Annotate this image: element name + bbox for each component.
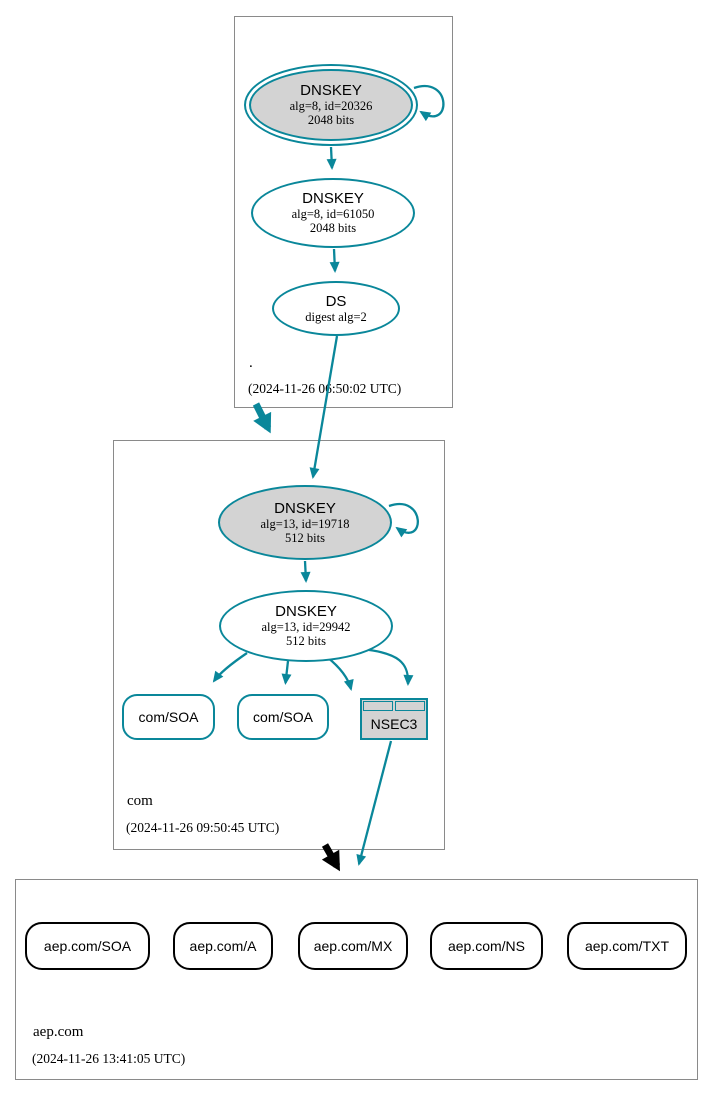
com-ksk-alg-id: alg=13, id=19718 [260, 516, 350, 531]
aep-com-ns-rrset[interactable]: aep.com/NS [430, 922, 543, 970]
zone-timestamp-aep-com: (2024-11-26 13:41:05 UTC) [32, 1051, 186, 1066]
zone-name-aep-com: aep.com [33, 1024, 84, 1040]
com-ksk-bits: 512 bits [285, 530, 325, 545]
aep-com-txt-rrset[interactable]: aep.com/TXT [567, 922, 687, 970]
root-zsk-node[interactable]: DNSKEY alg=8, id=61050 2048 bits [251, 178, 415, 248]
aep-com-a-rrset[interactable]: aep.com/A [173, 922, 273, 970]
aep-com-ns-label: aep.com/NS [447, 938, 526, 954]
com-ksk-node[interactable]: DNSKEY alg=13, id=19718 512 bits [218, 485, 392, 560]
com-soa-rrset-2-label: com/SOA [253, 709, 313, 725]
zone-timestamp-root: (2024-11-26 06:50:02 UTC) [248, 381, 402, 396]
root-zsk-bits: 2048 bits [309, 221, 357, 235]
aep-com-soa-label: aep.com/SOA [43, 938, 132, 954]
com-zsk-node[interactable]: DNSKEY alg=13, id=29942 512 bits [219, 590, 393, 662]
root-zsk-alg-id: alg=8, id=61050 [291, 207, 375, 221]
com-zsk-alg-id: alg=13, id=29942 [261, 620, 351, 634]
com-soa-rrset-2[interactable]: com/SOA [237, 694, 329, 740]
nsec3-label: NSEC3 [370, 716, 418, 732]
zone-name-com: com [127, 793, 153, 809]
root-ksk-inner-ring: DNSKEY alg=8, id=20326 2048 bits [249, 69, 413, 141]
root-ksk-title: DNSKEY [300, 82, 362, 99]
zone-timestamp-com: (2024-11-26 09:50:45 UTC) [126, 820, 280, 835]
root-ds-digest-alg: digest alg=2 [305, 309, 367, 324]
com-zsk-title: DNSKEY [275, 603, 337, 620]
aep-com-soa-rrset[interactable]: aep.com/SOA [25, 922, 150, 970]
root-ds-node[interactable]: DS digest alg=2 [272, 281, 400, 336]
root-ksk-bits: 2048 bits [307, 113, 355, 127]
root-ksk-node[interactable]: DNSKEY alg=8, id=20326 2048 bits [244, 64, 418, 146]
zone-box-root [234, 16, 453, 408]
com-soa-rrset-1[interactable]: com/SOA [122, 694, 215, 740]
com-zsk-bits: 512 bits [286, 634, 326, 648]
aep-com-mx-rrset[interactable]: aep.com/MX [298, 922, 408, 970]
zone-box-com [113, 440, 445, 850]
zone-name-root: . [249, 355, 253, 371]
root-ds-title: DS [325, 292, 347, 310]
nsec3-record-cells [363, 701, 425, 711]
com-nsec3-node[interactable]: NSEC3 [360, 698, 428, 740]
com-ksk-title: DNSKEY [274, 499, 336, 517]
com-soa-rrset-1-label: com/SOA [138, 709, 199, 725]
nsec3-record-cell-1 [363, 701, 393, 711]
root-ksk-alg-id: alg=8, id=20326 [289, 99, 373, 113]
aep-com-txt-label: aep.com/TXT [584, 938, 670, 954]
root-zsk-title: DNSKEY [302, 190, 364, 207]
aep-com-a-label: aep.com/A [189, 938, 257, 954]
aep-com-mx-label: aep.com/MX [313, 938, 393, 954]
zone-box-aep-com [15, 879, 698, 1080]
nsec3-record-cell-2 [395, 701, 425, 711]
